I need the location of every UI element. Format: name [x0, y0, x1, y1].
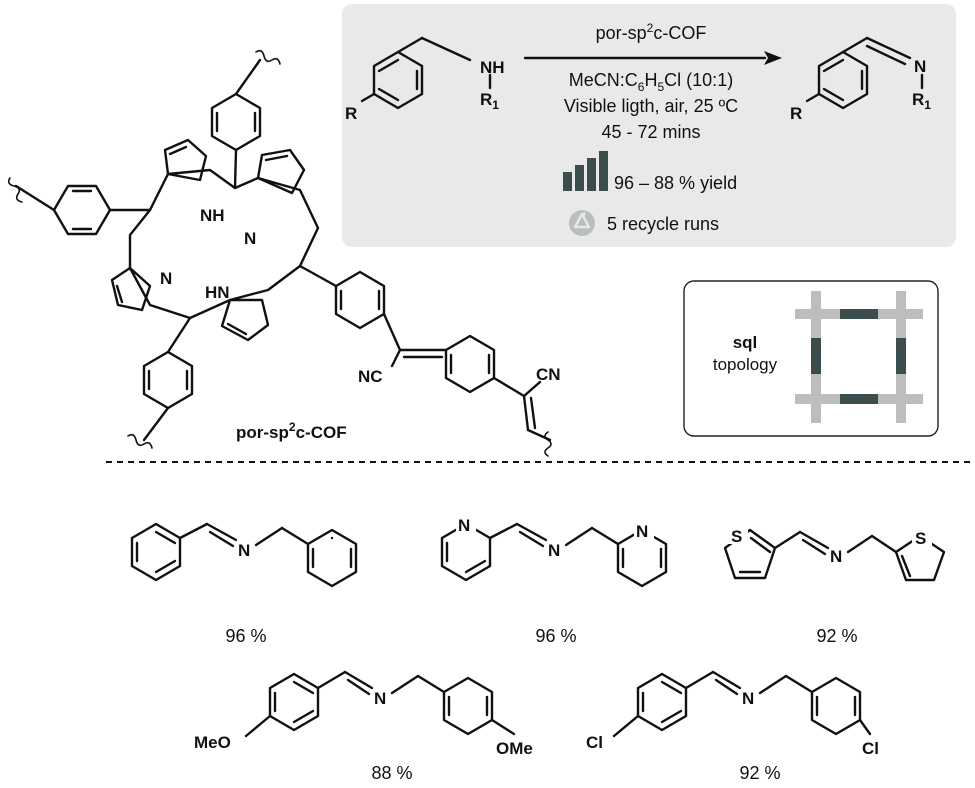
product-4-n: N [374, 689, 386, 708]
product-1-n: N [238, 541, 250, 560]
product-3-thiophene-s-left: S [731, 527, 742, 546]
product-3-yield: 92 % [816, 626, 857, 646]
product-1-yield: 96 % [225, 626, 266, 646]
reactant-structure: NH R1 R [345, 36, 505, 123]
bar-chart-icon [563, 151, 608, 191]
sql-grid-icon [795, 291, 923, 423]
product-2-yield: 96 % [535, 626, 576, 646]
cof-cn-label: CN [536, 365, 561, 384]
cof-nc-label: NC [358, 367, 383, 386]
recycle-label: 5 recycle runs [607, 214, 719, 234]
product-5-substituent-right: Cl [862, 739, 879, 758]
product-2-structure: N N N [440, 516, 668, 588]
product-4-structure: MeO N OMe [194, 670, 533, 758]
product-1-structure: N [130, 522, 358, 588]
product-2-pyridine-n-right: N [636, 522, 648, 541]
product-5-structure: Cl N Cl [586, 670, 879, 758]
product-3-thiophene-s-right: S [915, 529, 926, 548]
product-5-yield: 92 % [739, 763, 780, 783]
product-2-pyridine-n-left: N [458, 516, 470, 535]
reactant-r-label: R [345, 104, 357, 123]
cof-structure: NH N N HN NC [7, 49, 561, 457]
topology-name: sql [733, 333, 758, 352]
product-5-substituent-left: Cl [586, 733, 603, 752]
recycle-icon [569, 210, 595, 236]
cof-name-label: por-sp2c-COF [236, 420, 347, 442]
product-2-n: N [548, 541, 560, 560]
product-3-n: N [830, 547, 842, 566]
catalyst-label: por-sp2c-COF [596, 21, 707, 43]
product-3-structure: N S S [723, 526, 946, 582]
product-n-label: N [914, 57, 926, 76]
cof-nh-label: NH [200, 206, 225, 225]
cof-n-right-label: N [244, 229, 256, 248]
product-4-yield: 88 % [371, 763, 412, 783]
yield-range-label: 96 – 88 % yield [614, 173, 737, 193]
product-4-substituent-right: OMe [496, 739, 533, 758]
conditions-label: Visible ligth, air, 25 ºC [564, 96, 738, 116]
reactant-nh-label: NH [480, 58, 505, 77]
time-label: 45 - 72 mins [601, 122, 700, 142]
product-4-substituent-left: MeO [194, 733, 231, 752]
topology-label: topology [713, 355, 778, 374]
cof-hn-label: HN [205, 283, 230, 302]
cof-n-left-label: N [160, 269, 172, 288]
reaction-arrow [523, 51, 782, 65]
product-structure: N R1 R [790, 36, 931, 123]
conditions-panel [342, 4, 956, 247]
product-5-n: N [742, 689, 754, 708]
product-r-label: R [790, 104, 802, 123]
